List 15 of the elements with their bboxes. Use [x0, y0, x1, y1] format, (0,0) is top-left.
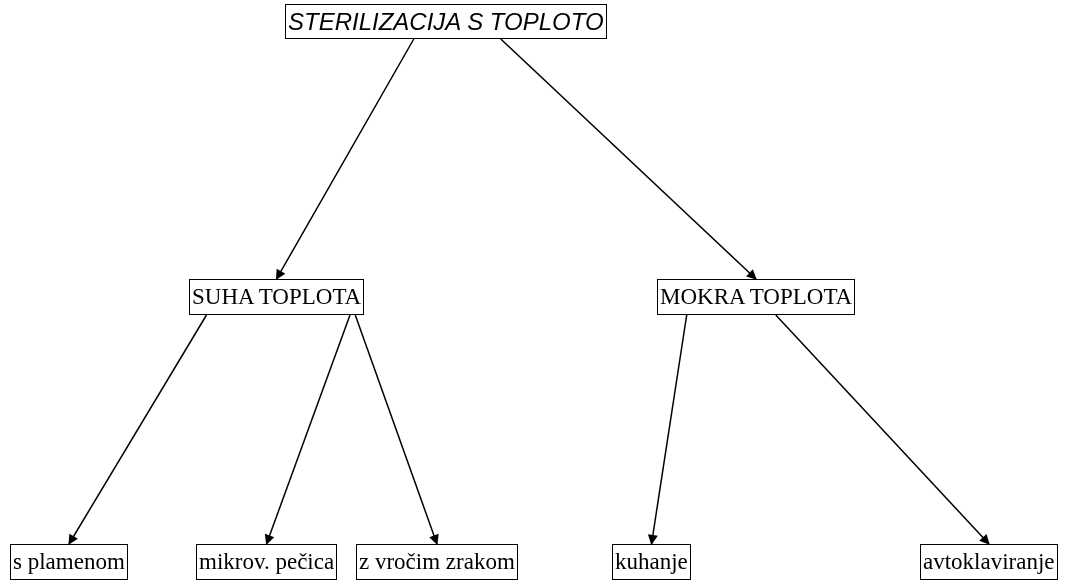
- arrow: [275, 38, 415, 280]
- arrow: [264, 314, 351, 545]
- arrow: [354, 314, 439, 545]
- arrow: [500, 38, 757, 280]
- category-box: z vročim zrakom: [356, 544, 518, 580]
- category-box: s plamenom: [10, 544, 128, 580]
- category-box: avtoklaviranje: [920, 544, 1058, 580]
- category-box: SUHA TOPLOTA: [189, 279, 365, 315]
- arrow: [68, 314, 208, 545]
- category-box: kuhanje: [612, 544, 691, 580]
- category-box: MOKRA TOPLOTA: [657, 279, 856, 315]
- arrow: [775, 314, 990, 545]
- title-box: STERILIZACIJA S TOPLOTO: [285, 4, 607, 40]
- arrow: [647, 314, 688, 545]
- category-box: mikrov. pečica: [196, 544, 338, 580]
